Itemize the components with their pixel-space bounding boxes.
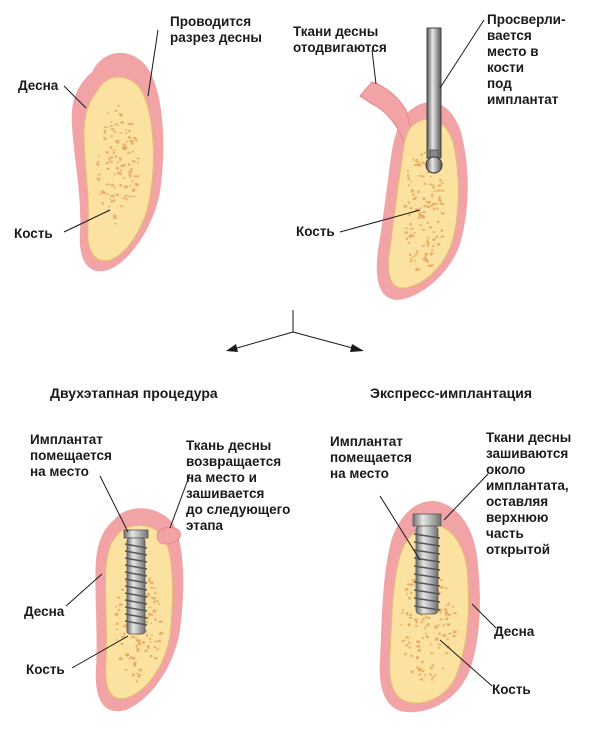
- buried-implant-icon: [123, 529, 149, 635]
- bone-label: Кость: [296, 224, 335, 239]
- panel-incision: [63, 29, 164, 272]
- tissue-leader: [443, 473, 489, 521]
- panel-two-stage: [65, 473, 191, 712]
- bone-leader: [339, 209, 421, 233]
- two-stage-heading: Двухэтапная процедура: [50, 385, 218, 401]
- implant-leader: [379, 495, 421, 561]
- gum-leader: [65, 573, 103, 607]
- bone-label: Кость: [26, 662, 65, 677]
- panel-express: [379, 473, 497, 713]
- drill-label: Просверли- вается место в кости под импл…: [487, 12, 566, 107]
- gum-leader: [63, 85, 87, 109]
- tissue-suture-label: Ткани десны зашиваются около имплантата,…: [486, 430, 572, 557]
- implant-leader: [99, 475, 129, 533]
- tissue-return-label: Ткань десны возвращается на место и заши…: [186, 438, 291, 533]
- gum-label: Десна: [494, 624, 535, 639]
- tissue-leader: [169, 473, 191, 529]
- incision-label: Проводится разрез десны: [170, 14, 262, 45]
- implant-label: Имплантат помещается на место: [30, 432, 112, 479]
- bone-label: Кость: [14, 226, 53, 241]
- bone-label: Кость: [492, 682, 531, 697]
- gum-leader: [471, 603, 497, 629]
- express-heading: Экспресс-имплантация: [370, 385, 532, 401]
- bone-leader: [439, 639, 493, 687]
- gum-label: Десна: [18, 78, 59, 93]
- gum-label: Десна: [24, 604, 65, 619]
- bone-pores: [403, 151, 445, 271]
- bone-leader: [71, 635, 129, 669]
- express-implant-icon: [412, 513, 442, 615]
- retracted-flap: [359, 81, 415, 143]
- bone-pores: [95, 104, 141, 225]
- incision-leader: [147, 29, 159, 97]
- implant-label: Имплантат помещается на место: [330, 434, 412, 481]
- retract-leader: [371, 49, 377, 85]
- branch-arrows: [226, 310, 364, 352]
- panel-drilling: [339, 19, 485, 300]
- drill-leader: [439, 19, 485, 89]
- retract-label: Ткани десны отодвигаются: [293, 24, 387, 55]
- bone-leader: [63, 209, 111, 233]
- drill-icon: [425, 27, 443, 174]
